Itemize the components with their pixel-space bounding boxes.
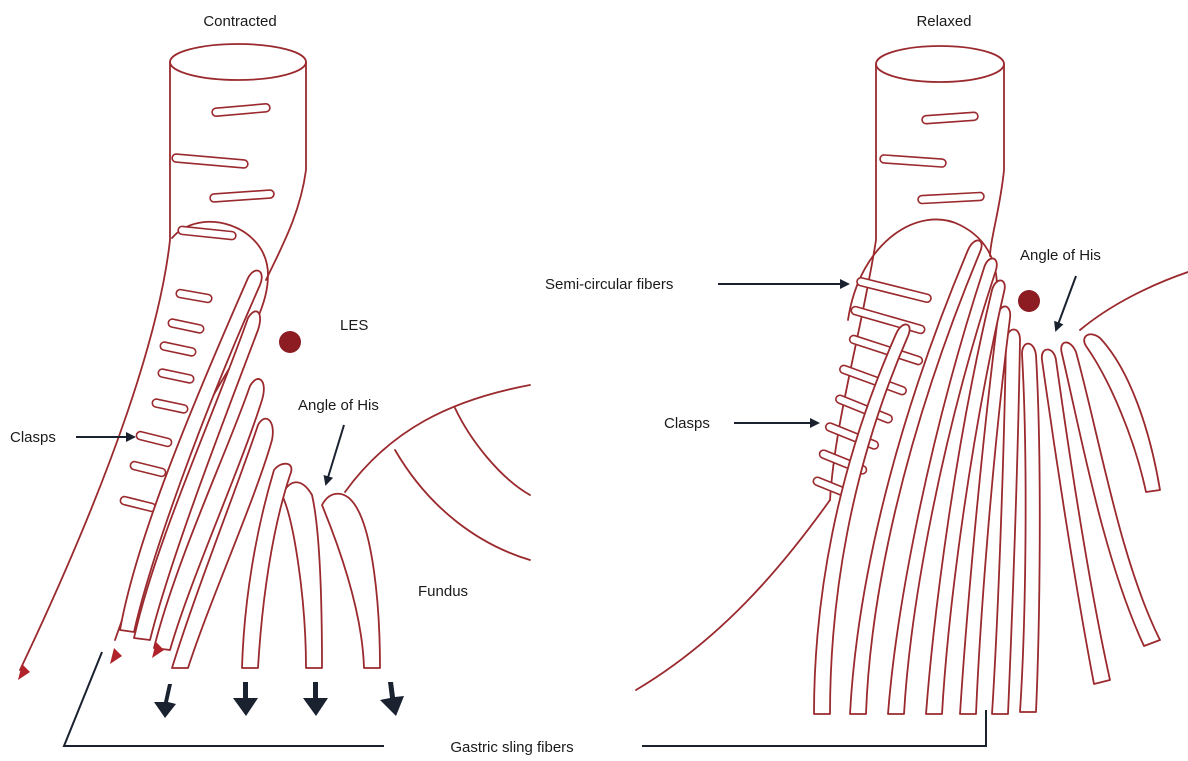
semicircular-fibers-label: Semi-circular fibers (545, 276, 673, 293)
contraction-arrow-2 (110, 648, 122, 664)
les-label: LES (340, 317, 368, 334)
gastric-sling-fibers-label: Gastric sling fibers (450, 739, 573, 756)
les-marker-left (279, 331, 301, 353)
les-marker-right (1018, 290, 1040, 312)
stomach-outline-right (636, 500, 830, 690)
contracted-panel: Contracted (10, 13, 530, 718)
relaxed-title: Relaxed (916, 13, 971, 30)
angle-of-his-label-left: Angle of His (298, 397, 379, 414)
clasps-label-right: Clasps (664, 415, 710, 432)
angle-of-his-label-right: Angle of His (1020, 247, 1101, 264)
contraction-arrow-1 (18, 664, 30, 680)
pull-arrows-left (154, 682, 404, 718)
gastric-sling-bracket: Gastric sling fibers (64, 652, 986, 756)
bracket-right-line (642, 710, 986, 746)
fundus-label: Fundus (418, 583, 468, 600)
clasps-label-left: Clasps (10, 429, 56, 446)
bracket-left-line (64, 652, 384, 746)
relaxed-panel: Relaxed (545, 13, 1188, 714)
angle-of-his-arrow-left (326, 425, 344, 484)
angle-of-his-arrow-right (1056, 276, 1076, 330)
fundus-outline-right (1080, 272, 1188, 330)
contracted-title: Contracted (203, 13, 276, 30)
